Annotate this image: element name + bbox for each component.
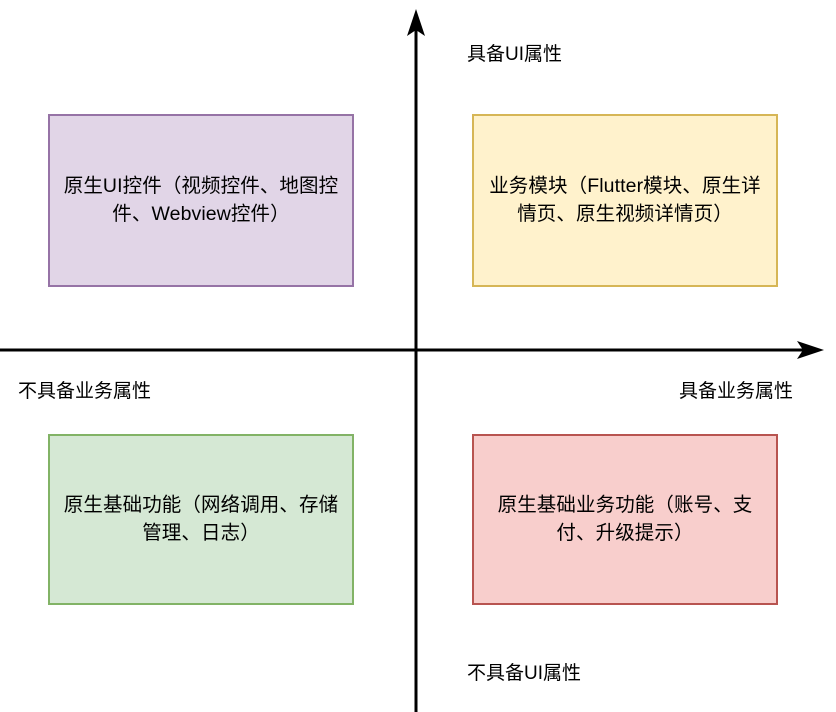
quadrant-box-bottom-right[interactable]: 原生基础业务功能（账号、支付、升级提示）	[472, 434, 778, 605]
up-arrow-icon	[407, 9, 425, 36]
right-arrow-icon	[797, 341, 824, 359]
quadrant-label-top-left: 原生UI控件（视频控件、地图控件、Webview控件）	[63, 174, 339, 225]
axis-label-business-negative: 不具备业务属性	[18, 381, 152, 402]
axis-label-ui-positive: 具备UI属性	[467, 44, 563, 65]
quadrant-label-top-right: 业务模块（Flutter模块、原生详情页、原生视频详情页）	[489, 174, 761, 225]
quadrant-box-top-right[interactable]: 业务模块（Flutter模块、原生详情页、原生视频详情页）	[472, 114, 778, 287]
axis-label-ui-negative: 不具备UI属性	[467, 663, 582, 684]
quadrant-box-bottom-left[interactable]: 原生基础功能（网络调用、存储管理、日志）	[48, 434, 354, 605]
quadrant-box-top-left[interactable]: 原生UI控件（视频控件、地图控件、Webview控件）	[48, 114, 354, 287]
quadrant-label-bottom-left: 原生基础功能（网络调用、存储管理、日志）	[63, 493, 339, 544]
quadrant-label-bottom-right: 原生基础业务功能（账号、支付、升级提示）	[497, 493, 753, 544]
axis-label-business-positive: 具备业务属性	[679, 381, 794, 402]
